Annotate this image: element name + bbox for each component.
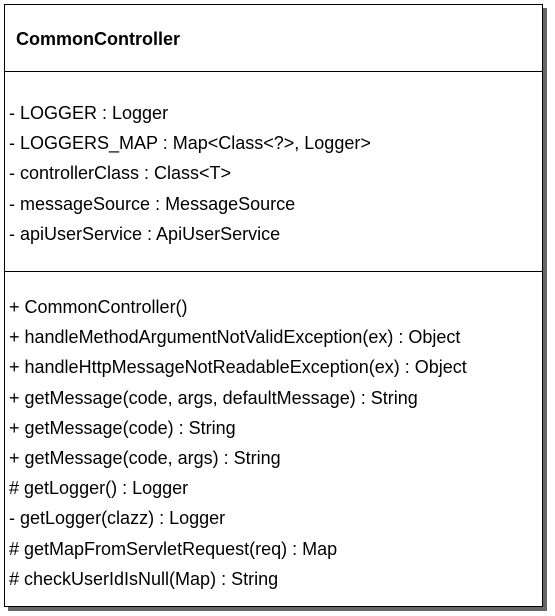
operation-get-logger-clazz: - getLogger(clazz) : Logger — [9, 508, 226, 529]
class-name-compartment: CommonController — [5, 5, 542, 72]
operation-get-message-1: + getMessage(code) : String — [9, 417, 236, 438]
operation-get-message-3: + getMessage(code, args, defaultMessage)… — [9, 387, 418, 408]
attributes-compartment: - LOGGER : Logger - LOGGERS_MAP : Map<Cl… — [5, 72, 542, 272]
attribute-controller-class: - controllerClass : Class<T> — [9, 163, 232, 184]
uml-class-box: CommonController - LOGGER : Logger - LOG… — [4, 4, 543, 607]
operation-get-message-2: + getMessage(code, args) : String — [9, 447, 281, 468]
operation-handle-http-message-not-readable: + handleHttpMessageNotReadableException(… — [9, 357, 467, 378]
attribute-api-user-service: - apiUserService : ApiUserService — [9, 223, 281, 244]
operation-check-user-id-is-null: # checkUserIdIsNull(Map) : String — [9, 568, 279, 589]
operation-constructor: + CommonController() — [9, 297, 188, 317]
attribute-loggers-map: - LOGGERS_MAP : Map<Class<?>, Logger> — [9, 133, 371, 154]
attribute-logger: - LOGGER : Logger — [9, 103, 169, 123]
operation-handle-method-argument-not-valid: + handleMethodArgumentNotValidException(… — [9, 327, 461, 348]
class-name: CommonController — [16, 29, 180, 49]
attribute-message-source: - messageSource : MessageSource — [9, 193, 296, 214]
operations-compartment: + CommonController() + handleMethodArgum… — [5, 272, 542, 594]
operation-get-map-from-servlet-request: # getMapFromServletRequest(req) : Map — [9, 538, 338, 559]
operation-get-logger: # getLogger() : Logger — [9, 478, 189, 499]
